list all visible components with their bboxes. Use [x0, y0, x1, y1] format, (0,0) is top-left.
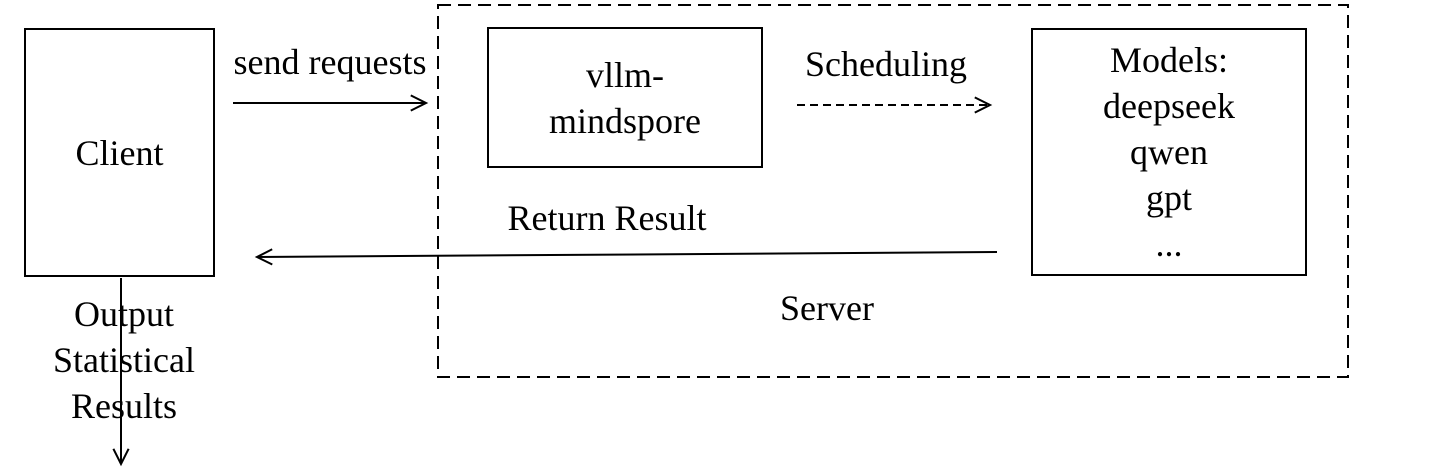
- models-line-title: Models:: [1109, 40, 1228, 80]
- models-box: Models: deepseek qwen gpt ...: [1031, 28, 1307, 276]
- return-result-arrow: [254, 248, 998, 266]
- scheduling-label: Scheduling: [805, 44, 967, 84]
- models-line-qwen: qwen: [1130, 132, 1208, 172]
- models-line-ellipsis: ...: [1155, 224, 1183, 264]
- output-label-line-3: Results: [70, 386, 177, 426]
- client-box: Client: [24, 28, 215, 277]
- output-statistical-results-label: Output Statistical Results: [14, 291, 234, 429]
- return-result-label: Return Result: [507, 198, 707, 238]
- vllm-line-1: vllm-: [586, 54, 664, 95]
- vllm-mindspore-box: vllm- mindspore: [487, 27, 763, 168]
- send-requests-label: send requests: [233, 42, 427, 82]
- models-line-gpt: gpt: [1145, 178, 1192, 218]
- models-line-deepseek: deepseek: [1103, 86, 1235, 126]
- vllm-line-2: mindspore: [549, 100, 701, 141]
- output-label-line-1: Output: [73, 294, 174, 334]
- server-label: Server: [780, 288, 874, 328]
- client-label: Client: [75, 132, 164, 173]
- output-label-line-2: Statistical: [53, 340, 195, 380]
